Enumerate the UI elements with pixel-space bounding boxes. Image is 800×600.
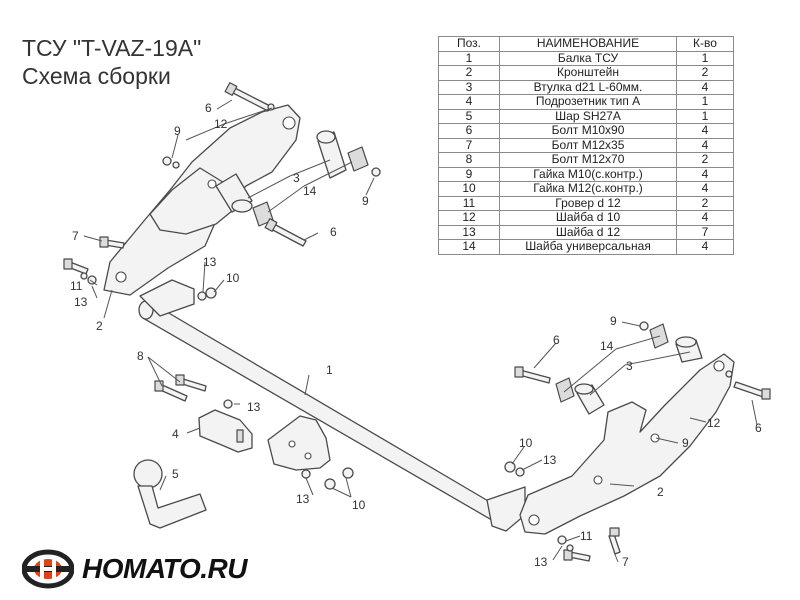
- row-quantity: 4: [676, 137, 734, 153]
- callout-2: 2: [96, 319, 103, 333]
- callout-5: 5: [172, 467, 179, 481]
- callout-13: 13: [534, 555, 548, 569]
- homato-logo: НОМАТО.RU: [22, 549, 247, 589]
- callout-6: 6: [755, 421, 762, 435]
- callout-13: 13: [203, 255, 217, 269]
- callout-13: 13: [247, 400, 261, 414]
- bolts-m12x70: [154, 374, 207, 402]
- callout-7: 7: [72, 229, 79, 243]
- socket-plate: [198, 409, 253, 453]
- callout-3: 3: [626, 359, 633, 373]
- bolts-m10x90: [224, 82, 771, 400]
- row-quantity: 4: [676, 166, 734, 182]
- callout-13: 13: [74, 295, 88, 309]
- right-bracket: [519, 353, 735, 535]
- callout-8: 8: [137, 349, 144, 363]
- row-name: Шайба d 12: [499, 224, 677, 240]
- callout-3: 3: [293, 171, 300, 185]
- row-position: 13: [438, 224, 500, 240]
- row-quantity: 2: [676, 152, 734, 168]
- row-position: 8: [438, 152, 500, 168]
- logo-text: НОМАТО.RU: [82, 553, 247, 584]
- callout-13: 13: [296, 492, 310, 506]
- row-name: Гайка М12(с.контр.): [499, 181, 677, 197]
- row-quantity: 4: [676, 181, 734, 197]
- row-name: Болт М12х35: [499, 137, 677, 153]
- title-subtitle: Схема сборки: [22, 63, 171, 89]
- leader-lines: [83, 99, 758, 563]
- callout-7: 7: [622, 555, 629, 569]
- title-model: ТСУ "T-VAZ-19A": [22, 35, 202, 61]
- row-quantity: 4: [676, 123, 734, 139]
- callout-2: 2: [657, 485, 664, 499]
- left-bracket: [103, 104, 301, 296]
- row-name: Болт М10х90: [499, 123, 677, 139]
- row-quantity: 2: [676, 195, 734, 211]
- header-position: Поз.: [438, 36, 500, 52]
- row-quantity: 4: [676, 239, 734, 255]
- callout-14: 14: [600, 339, 614, 353]
- row-position: 14: [438, 239, 500, 255]
- row-quantity: 1: [676, 108, 734, 124]
- row-name: Шар SH27A: [499, 108, 677, 124]
- callout-9: 9: [174, 124, 181, 138]
- callout-6: 6: [330, 225, 337, 239]
- diagram-title: ТСУ "T-VAZ-19A" Схема сборки: [22, 34, 201, 90]
- callout-9: 9: [610, 314, 617, 328]
- row-name: Гровер d 12: [499, 195, 677, 211]
- tow-ball: [133, 459, 207, 529]
- callout-1: 1: [326, 363, 333, 377]
- callout-14: 14: [303, 184, 317, 198]
- row-position: 11: [438, 195, 500, 211]
- callout-12: 12: [707, 416, 721, 430]
- row-name: Гайка М10(с.контр.): [499, 166, 677, 182]
- row-quantity: 4: [676, 210, 734, 226]
- callout-4: 4: [172, 427, 179, 441]
- callout-13: 13: [543, 453, 557, 467]
- row-position: 9: [438, 166, 500, 182]
- row-name: Подрозетник тип А: [499, 94, 677, 110]
- callout-12: 12: [214, 117, 228, 131]
- callout-9: 9: [682, 436, 689, 450]
- callout-11: 11: [70, 279, 83, 293]
- callout-10: 10: [352, 498, 366, 512]
- row-name: Шайба d 10: [499, 210, 677, 226]
- car-wheel-logo-icon: [22, 549, 74, 589]
- row-position: 7: [438, 137, 500, 153]
- callout-10: 10: [519, 436, 533, 450]
- tow-beam: [138, 279, 526, 532]
- callout-11: 11: [580, 529, 593, 543]
- callout-6: 6: [205, 101, 212, 115]
- left-sleeves: [215, 130, 347, 213]
- callout-labels: 1 2 2 3 3 4 5 6 6 6 6 7 7 8 9 9 9 9 10 1…: [70, 101, 762, 569]
- bolts-m12x35: [63, 236, 621, 562]
- row-name: Кронштейн: [499, 65, 677, 81]
- callout-9: 9: [362, 194, 369, 208]
- universal-washers: [252, 146, 669, 403]
- callout-6: 6: [553, 333, 560, 347]
- parts-table-header: Поз. НАИМЕНОВАНИЕ К-во: [438, 36, 734, 52]
- small-fasteners: [80, 103, 733, 552]
- right-sleeves: [574, 336, 703, 415]
- callout-10: 10: [226, 271, 240, 285]
- row-quantity: 7: [676, 224, 734, 240]
- center-tongue-bracket: [267, 415, 331, 471]
